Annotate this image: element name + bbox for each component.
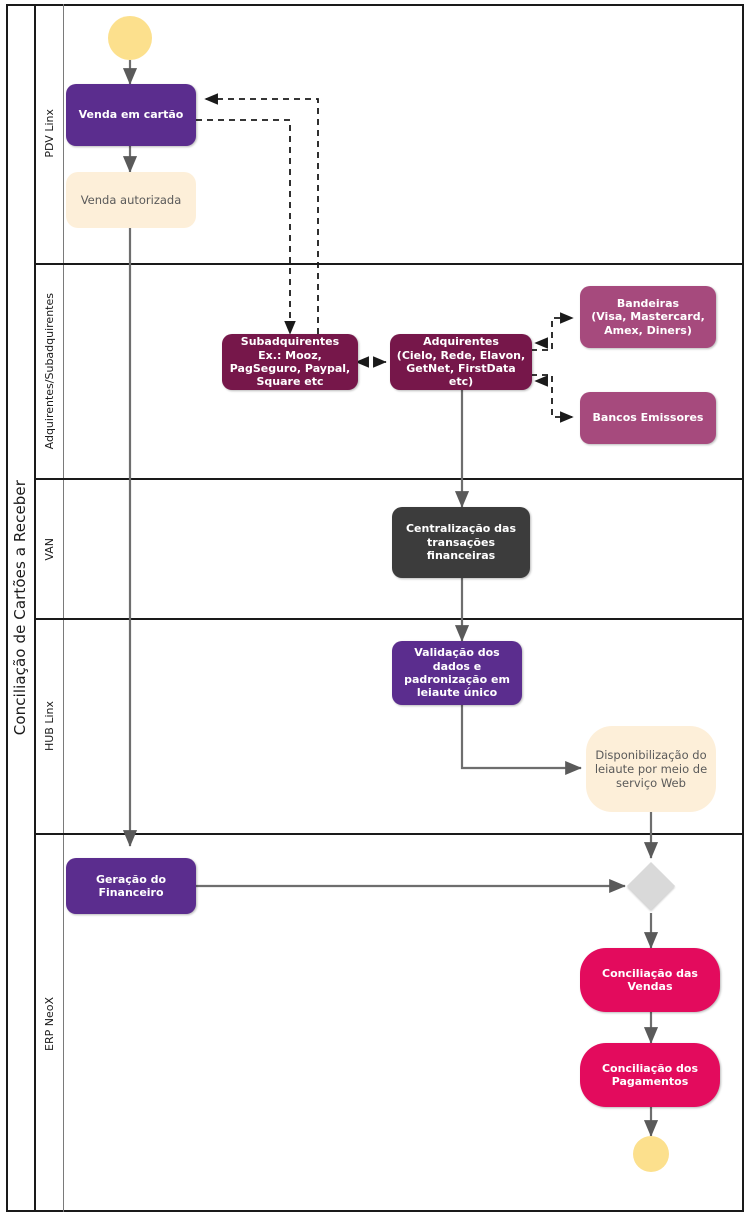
task-validacao-padronizacao[interactable]: Validação dos dados e padronização em le… <box>392 641 522 705</box>
lane-label-text: HUB Linx <box>43 701 56 752</box>
lane-adquirentes: Adquirentes/Subadquirentes <box>36 265 744 480</box>
lane-label-text: ERP NeoX <box>43 996 56 1051</box>
lane-label-hub-linx: HUB Linx <box>36 620 64 833</box>
task-label: Centralização das transações financeiras <box>405 522 516 563</box>
lane-label-erp-neox: ERP NeoX <box>36 835 64 1212</box>
task-adquirentes[interactable]: Adquirentes(Cielo, Rede, Elavon, GetNet,… <box>390 334 532 390</box>
event-disponibilizacao-leiaute[interactable]: Disponibilização do leiaute por meio de … <box>586 726 716 812</box>
lane-label-pdv-linx: PDV Linx <box>36 4 64 263</box>
lane-pdv-linx: PDV Linx <box>36 4 744 265</box>
gateway-diamond[interactable] <box>626 861 676 911</box>
task-label: Adquirentes(Cielo, Rede, Elavon, GetNet,… <box>396 335 526 389</box>
event-label: Disponibilização do leiaute por meio de … <box>594 747 708 790</box>
task-geracao-do-financeiro[interactable]: Geração do Financeiro <box>66 858 196 914</box>
gateway-shape <box>626 861 676 911</box>
task-venda-em-cartao[interactable]: Venda em cartão <box>66 84 196 146</box>
lane-label-text: VAN <box>43 537 56 561</box>
lane-hub-linx: HUB Linx <box>36 620 744 835</box>
task-label: Validação dos dados e padronização em le… <box>404 646 510 700</box>
lane-label-text: Adquirentes/Subadquirentes <box>43 293 56 450</box>
event-venda-autorizada[interactable]: Venda autorizada <box>66 172 196 228</box>
task-label: Venda em cartão <box>78 108 184 122</box>
lane-van: VAN <box>36 480 744 620</box>
lane-erp-neox: ERP NeoX <box>36 835 744 1212</box>
task-conciliacao-das-vendas[interactable]: Conciliação das Vendas <box>580 948 720 1012</box>
task-label: Bancos Emissores <box>592 411 704 425</box>
start-event[interactable] <box>108 16 152 60</box>
lane-label-van: VAN <box>36 480 64 618</box>
task-bandeiras[interactable]: Bandeiras(Visa, Mastercard, Amex, Diners… <box>580 286 716 348</box>
event-label: Venda autorizada <box>80 192 182 207</box>
task-label: Conciliação das Vendas <box>602 966 698 993</box>
task-centralizacao-transacoes[interactable]: Centralização das transações financeiras <box>392 507 530 578</box>
task-label: Geração do Financeiro <box>95 872 167 899</box>
task-label: Conciliação dos Pagamentos <box>601 1061 699 1088</box>
pool-title: Conciliação de Cartões a Receber <box>6 4 36 1212</box>
task-label: Bandeiras(Visa, Mastercard, Amex, Diners… <box>591 296 705 337</box>
lane-label-text: PDV Linx <box>43 109 56 158</box>
task-bancos-emissores[interactable]: Bancos Emissores <box>580 392 716 444</box>
task-conciliacao-dos-pagamentos[interactable]: Conciliação dos Pagamentos <box>580 1043 720 1107</box>
pool-title-text: Conciliação de Cartões a Receber <box>11 480 29 736</box>
end-event[interactable] <box>633 1136 669 1172</box>
lane-label-adquirentes: Adquirentes/Subadquirentes <box>36 265 64 478</box>
pool-frame <box>6 4 744 1212</box>
